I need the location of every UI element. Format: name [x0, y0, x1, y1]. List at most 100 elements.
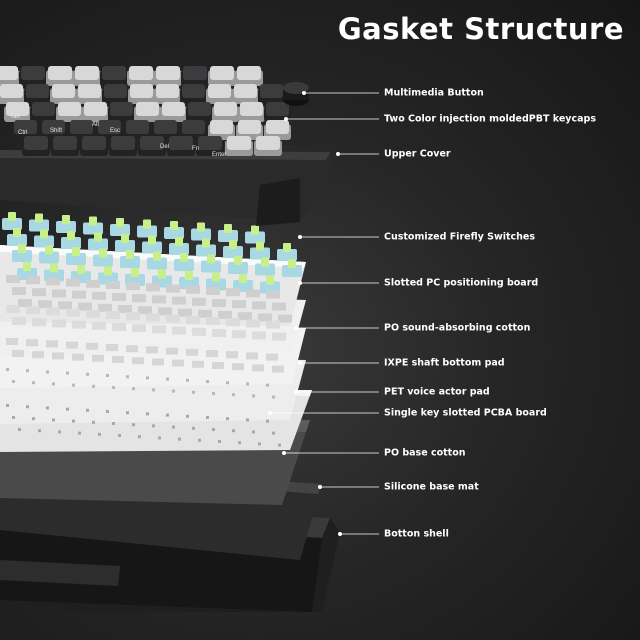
callout-label: Multimedia Button: [384, 87, 484, 99]
plate-slot: [66, 341, 78, 349]
switch: [196, 238, 216, 257]
plate-slot: [112, 386, 115, 389]
keycap: [56, 102, 83, 122]
plate-slot: [252, 430, 255, 434]
plate-slot: [46, 277, 60, 286]
switch: [110, 218, 130, 236]
plate-slot: [146, 313, 160, 322]
plate-slot: [92, 384, 95, 388]
plate-slot: [166, 413, 169, 417]
plate-slot: [112, 323, 126, 331]
plate-slot: [118, 305, 132, 313]
plate-slot: [152, 295, 166, 304]
keycap-legend: Esc: [110, 128, 120, 134]
callout-label: Customized Firefly Switches: [384, 231, 536, 243]
plate-slot: [32, 318, 46, 327]
plate-slot: [66, 278, 80, 287]
plate-slot: [272, 332, 286, 341]
plate-slot: [6, 404, 9, 407]
callout-label: IXPE shaft bottom pad: [384, 357, 505, 369]
keycap-legend: Ctrl: [18, 130, 27, 136]
switch: [88, 232, 108, 251]
plate-slot: [246, 352, 258, 360]
plate-slot: [6, 305, 20, 313]
plate-slot: [212, 329, 226, 337]
plate-slot: [206, 416, 209, 419]
plate-slot: [272, 431, 275, 435]
keycap: [80, 136, 108, 156]
page-title: Gasket Structure: [337, 12, 624, 46]
callout-label: Two Color injection moldedPBT keycaps: [384, 113, 596, 125]
plate-slot: [126, 282, 140, 291]
keycap: [186, 102, 213, 122]
plate-slot: [266, 320, 280, 329]
plate-slot: [272, 302, 286, 311]
plate-slot: [58, 430, 61, 434]
plate-slot: [272, 395, 275, 399]
plate-slot: [186, 348, 198, 356]
callout-anchor-dot: [336, 152, 340, 156]
keycap: [232, 84, 259, 104]
switch: [191, 222, 211, 241]
switch: [83, 216, 103, 235]
plate-slot: [198, 309, 212, 318]
upper-cover-layer: [0, 150, 334, 226]
switch: [7, 228, 27, 246]
plate-slot: [92, 420, 95, 424]
switch: [56, 215, 76, 233]
keycap: [76, 84, 103, 104]
plate-slot: [112, 293, 126, 301]
callout-label: PET voice actor pad: [384, 386, 490, 398]
plate-slot: [118, 434, 121, 437]
keycap: [0, 66, 20, 86]
keycap: [127, 66, 155, 86]
plate-slot: [26, 369, 29, 373]
keycap: [30, 102, 57, 122]
callout-anchor-dot: [318, 485, 322, 489]
switch: [34, 229, 54, 248]
plate-slot: [172, 326, 186, 335]
plate-slot: [78, 431, 81, 435]
plate-slot: [186, 378, 189, 382]
switch: [29, 213, 49, 232]
switch: [66, 247, 86, 265]
switch: [169, 237, 189, 255]
plate-slot: [32, 351, 44, 359]
keycap: [0, 84, 25, 104]
plate-slot: [146, 412, 149, 416]
plate-slot: [226, 351, 238, 359]
switch: [137, 219, 157, 238]
plate-slot: [52, 382, 55, 386]
callout-label: Single key slotted PCBA board: [384, 407, 547, 419]
plate-slot: [18, 299, 32, 307]
plate-slot: [246, 418, 249, 422]
keycap-legend: Shift: [50, 128, 62, 134]
plate-slot: [126, 345, 138, 353]
callout-anchor-dot: [268, 411, 272, 415]
keycap-legend: Alt: [92, 122, 99, 128]
keycap: [160, 102, 187, 122]
keycap: [181, 66, 209, 86]
keycap: [238, 102, 265, 122]
keycap: [264, 102, 291, 122]
keycap: [154, 66, 182, 86]
callout-leaders: [268, 91, 379, 536]
switch: [174, 253, 194, 271]
plate-slot: [218, 440, 221, 443]
plate-slot: [266, 383, 269, 387]
plate-slot: [72, 419, 75, 423]
plate-slot: [238, 312, 252, 321]
plate-slot: [278, 314, 292, 323]
plate-slot: [198, 438, 201, 442]
plate-slot: [192, 426, 195, 430]
plate-slot: [252, 331, 266, 340]
plate-slot: [178, 437, 181, 441]
switch: [120, 250, 140, 268]
keycap: [167, 136, 195, 156]
keycap: [102, 84, 129, 104]
plate-slot: [258, 442, 261, 446]
plate-slot: [186, 285, 200, 294]
switch: [228, 256, 248, 274]
